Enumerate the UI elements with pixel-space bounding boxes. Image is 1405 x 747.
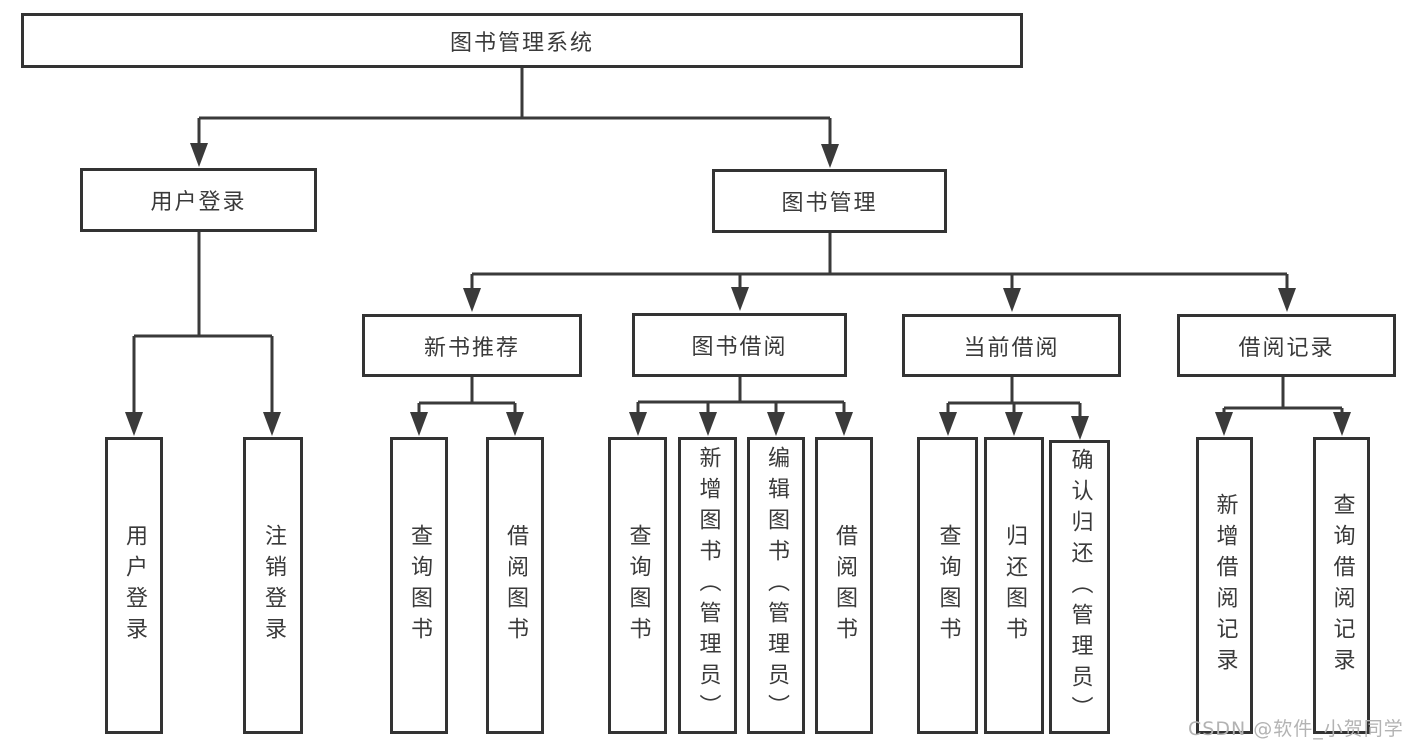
leaf-edit-books-admin: 编辑图书（管理员） [747,437,805,734]
leaf-query-books-borrow: 查询图书 [608,437,667,734]
arrow-down-icon [821,144,839,168]
node-label: 编辑图书（管理员） [764,446,789,725]
arrow-down-icon [410,412,428,436]
leaf-add-books-admin: 新增图书（管理员） [678,437,737,734]
node-label: 图书管理系统 [449,30,594,56]
leaf-user-login: 用户登录 [105,437,163,734]
node-label: 图书管理 [781,191,878,216]
arrow-down-icon [699,412,717,436]
node-book-management: 图书管理 [712,169,947,233]
leaf-query-borrow-record: 查询借阅记录 [1313,437,1370,734]
node-label: 用户登录 [122,523,147,648]
arrow-down-icon [463,288,481,312]
arrow-down-icon [1215,412,1233,436]
node-current-borrow: 当前借阅 [902,314,1121,377]
leaf-add-borrow-record: 新增借阅记录 [1196,437,1253,734]
node-label: 借阅记录 [1238,335,1335,361]
node-label: 新增图书（管理员） [695,446,721,725]
node-label: 确认归还（管理员） [1067,447,1093,727]
connector-book-management-split [463,233,1296,312]
node-new-book-recommend: 新书推荐 [362,314,582,377]
leaf-logout: 注销登录 [243,437,303,734]
node-library-management-system: 图书管理系统 [21,13,1023,68]
csdn-watermark: CSDN @软件_小贺同学 [1188,718,1404,740]
leaf-query-books-recommend: 查询图书 [390,437,448,734]
arrow-down-icon [125,412,143,436]
connector-new-book-split [410,377,524,436]
node-label: 归还图书 [1002,523,1027,648]
connector-root-split [190,68,839,168]
arrow-down-icon [1003,288,1021,312]
connector-user-login-split [125,232,281,436]
node-label: 查询图书 [935,523,961,648]
node-label: 借阅图书 [832,523,857,648]
arrow-down-icon [190,143,208,167]
node-label: 查询借阅记录 [1329,492,1355,679]
arrow-down-icon [835,412,853,436]
leaf-borrow-books: 借阅图书 [815,437,873,734]
node-book-borrow: 图书借阅 [632,313,847,377]
node-label: 注销登录 [261,523,286,648]
node-label: 用户登录 [150,190,247,215]
node-label: 借阅图书 [503,523,528,648]
connector-book-borrow-split [629,377,853,436]
arrow-down-icon [506,412,524,436]
node-label: 新书推荐 [423,335,520,361]
arrow-down-icon [1005,412,1023,436]
connector-current-borrow-split [939,377,1089,440]
node-label: 图书借阅 [691,335,788,360]
leaf-return-books: 归还图书 [984,437,1044,734]
node-label: 查询图书 [407,523,432,648]
connector-borrow-records-split [1215,377,1351,436]
arrow-down-icon [731,287,749,311]
arrow-down-icon [767,412,785,436]
arrow-down-icon [1071,416,1089,440]
arrow-down-icon [629,412,647,436]
node-borrow-records: 借阅记录 [1177,314,1396,377]
leaf-confirm-return-admin: 确认归还（管理员） [1049,440,1110,734]
leaf-borrow-books-recommend: 借阅图书 [486,437,544,734]
leaf-query-books-current: 查询图书 [917,437,978,734]
node-user-login: 用户登录 [80,168,317,232]
node-label: 查询图书 [625,523,651,648]
node-label: 当前借阅 [963,335,1060,361]
arrow-down-icon [1333,412,1351,436]
arrow-down-icon [939,412,957,436]
arrow-down-icon [263,412,281,436]
node-label: 新增借阅记录 [1212,492,1238,679]
arrow-down-icon [1278,288,1296,312]
